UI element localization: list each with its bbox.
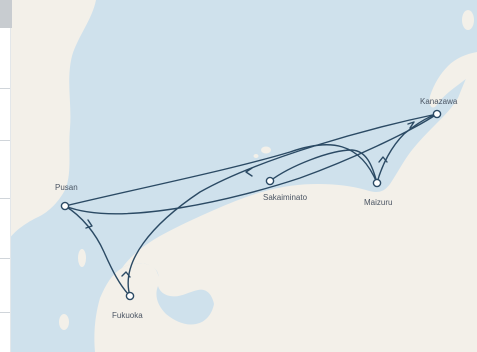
port-marker-maizuru[interactable] — [372, 178, 382, 188]
island-goto — [59, 314, 69, 330]
land-kyushu — [94, 263, 214, 352]
panel-divider — [0, 140, 10, 141]
route-pusan-kanazawa[interactable] — [64, 113, 438, 215]
port-label-fukuoka: Fukuoka — [112, 311, 143, 320]
port-label-pusan: Pusan — [55, 183, 78, 192]
land-noto — [429, 52, 477, 108]
island-oki-1 — [261, 146, 271, 154]
port-marker-kanazawa[interactable] — [432, 109, 442, 119]
land-honshu — [122, 52, 477, 352]
port-label-kanazawa: Kanazawa — [420, 97, 458, 106]
route-arrow — [245, 167, 253, 177]
route-pusan-fukuoka[interactable] — [64, 205, 131, 297]
route-maizuru-pusan[interactable] — [64, 144, 378, 207]
port-marker-fukuoka[interactable] — [125, 291, 135, 301]
island-sado — [462, 10, 474, 30]
port-label-sakaiminato: Sakaiminato — [263, 193, 308, 202]
land-korea — [10, 0, 96, 238]
route-arrow — [407, 121, 415, 129]
left-panel-edge — [0, 0, 11, 352]
panel-divider — [0, 88, 10, 89]
panel-divider — [0, 312, 10, 313]
route-arrow — [85, 219, 93, 229]
route-maizuru-kanazawa[interactable] — [376, 113, 438, 184]
land-shikoku — [234, 293, 345, 336]
route-arrow — [121, 271, 131, 278]
port-marker-sakaiminato[interactable] — [265, 176, 275, 186]
route-fukuoka-kanazawa[interactable] — [127, 113, 438, 297]
port-marker-pusan[interactable] — [60, 201, 70, 211]
panel-divider — [0, 198, 10, 199]
panel-divider — [0, 258, 10, 259]
island-oki-2 — [253, 154, 259, 158]
route-arrow — [378, 156, 388, 163]
island-tsushima — [78, 249, 86, 267]
port-label-maizuru: Maizuru — [364, 198, 392, 207]
route-sakaiminato-maizuru[interactable] — [269, 149, 378, 184]
panel-corner-tab[interactable] — [0, 0, 12, 28]
